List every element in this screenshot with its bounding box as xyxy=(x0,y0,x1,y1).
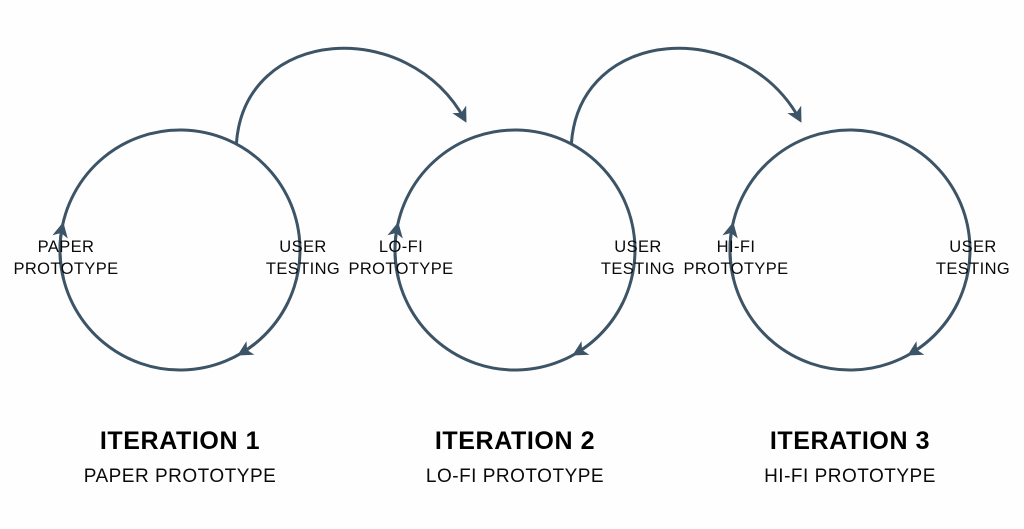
iteration-1-left-node-label: PAPER PROTOTYPE xyxy=(13,236,118,280)
connector-2-to-3-arc xyxy=(569,46,802,145)
iteration-1-top-arc xyxy=(58,128,302,356)
iteration-3-right-node-label: USER TESTING xyxy=(936,236,1010,280)
iteration-1-caption: ITERATION 1 PAPER PROTOTYPE xyxy=(84,425,277,491)
iteration-3-caption-title: ITERATION 3 xyxy=(769,427,931,455)
iteration-2-right-node-label: USER TESTING xyxy=(601,236,675,280)
iteration-2-right-node-label-line-2: TESTING xyxy=(600,260,676,278)
iteration-3-left-node-label-line-2: PROTOTYPE xyxy=(683,260,789,278)
arc-layer xyxy=(52,46,972,372)
iteration-1-caption-title: ITERATION 1 xyxy=(99,427,261,455)
iteration-3-right-node-label-line-2: TESTING xyxy=(935,260,1011,278)
iteration-3-left-node-label: HI-FI PROTOTYPE xyxy=(683,236,788,280)
iteration-3-left-node-label-line-1: HI-FI xyxy=(716,238,756,256)
iteration-1-left-node-label-line-2: PROTOTYPE xyxy=(13,260,119,278)
iteration-2-left-node-label-line-2: PROTOTYPE xyxy=(348,260,454,278)
iteration-2-caption-title: ITERATION 2 xyxy=(434,427,596,455)
iteration-3-top-arc xyxy=(728,128,972,356)
iteration-1-right-node-label: USER TESTING xyxy=(266,236,340,280)
iteration-1-left-node-label-line-1: PAPER xyxy=(37,238,95,256)
iteration-1-right-node-label-line-1: USER xyxy=(279,238,327,256)
iteration-1-right-node-label-line-2: TESTING xyxy=(265,260,341,278)
iteration-2-caption: ITERATION 2 LO-FI PROTOTYPE xyxy=(426,425,604,491)
iteration-1-bottom-arc xyxy=(52,222,290,372)
iteration-3-caption: ITERATION 3 HI-FI PROTOTYPE xyxy=(764,425,936,491)
connector-1-to-2-arc xyxy=(234,46,467,145)
iteration-2-bottom-arc xyxy=(387,222,625,372)
iteration-1-caption-subtitle: PAPER PROTOTYPE xyxy=(83,466,277,487)
iteration-2-caption-subtitle: LO-FI PROTOTYPE xyxy=(425,466,605,487)
iteration-2-right-node-label-line-1: USER xyxy=(614,238,662,256)
iteration-2-left-node-label: LO-FI PROTOTYPE xyxy=(348,236,453,280)
iteration-2-top-arc xyxy=(393,128,637,356)
iteration-2-left-node-label-line-1: LO-FI xyxy=(378,238,424,256)
iteration-3-right-node-label-line-1: USER xyxy=(949,238,997,256)
iteration-3-bottom-arc xyxy=(722,222,960,372)
iteration-3-caption-subtitle: HI-FI PROTOTYPE xyxy=(764,466,936,487)
